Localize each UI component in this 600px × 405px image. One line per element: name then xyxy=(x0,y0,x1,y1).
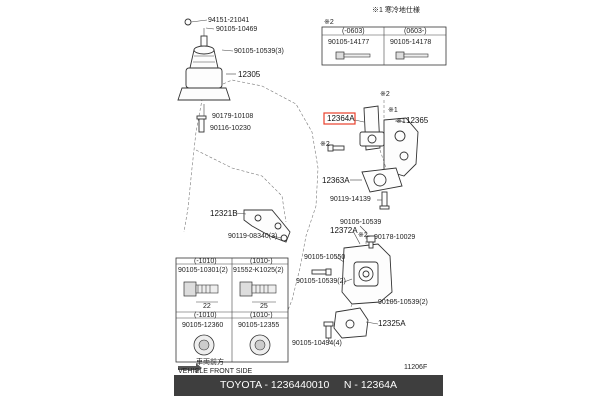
callout-90105-10539-3: 90105-10539(3) xyxy=(234,48,284,55)
table-c2-dim: 25 xyxy=(260,303,268,310)
mount-bracket-12325A[interactable] xyxy=(333,307,369,339)
callout-90119-08340-3: 90119-08340(3) xyxy=(228,233,277,240)
callout-90116-10230: 90116-10230 xyxy=(210,125,251,132)
bolt-lower-left[interactable] xyxy=(311,268,332,276)
bolt-90105-10494[interactable] xyxy=(323,321,334,339)
star2-note-c: ※2 xyxy=(320,141,330,148)
front-arrow-icon xyxy=(178,363,202,373)
stopper-12364A[interactable] xyxy=(359,105,385,151)
bolt-90105-10301-icon xyxy=(183,281,219,303)
table-c3-part: 90105-12360 xyxy=(182,322,223,329)
bolt-variant-inset: ※1 寒冷地仕様 ※2 (-0603) (0603-) 90105-14177 … xyxy=(321,5,447,66)
transmission-mount-12372A[interactable] xyxy=(341,243,393,305)
front-label-jp: 車両前方 xyxy=(196,357,224,366)
footer-part-number: TOYOTA - 1236440010 N - 12364A xyxy=(174,375,443,396)
callout-90105-10539-2b: 90105-10539(2) xyxy=(378,299,428,306)
bolt-90105-14178-icon xyxy=(395,51,429,60)
star2-note-a: ※2 xyxy=(324,19,334,26)
table-c1-part: 90105-10301(2) xyxy=(178,267,228,274)
mount-insulator-12363A[interactable] xyxy=(361,167,403,193)
callout-90105-10539: 90105-10539 xyxy=(340,219,381,226)
bracket-12321B[interactable] xyxy=(243,209,291,243)
callout-90105-10539-2a: 90105-10539(2) xyxy=(296,278,346,285)
table-c4-header: (1010-) xyxy=(250,312,273,319)
inset-part-right: 90105-14178 xyxy=(390,39,431,46)
nut-90105-12355-icon xyxy=(249,334,271,356)
bolt-91552-K1025-icon xyxy=(239,281,277,303)
star2-note-b: ※2 xyxy=(380,91,390,98)
callout-12321B: 12321B xyxy=(210,209,238,218)
table-c2-part: 91552-K1025(2) xyxy=(233,267,284,274)
callout-12364A-highlight xyxy=(323,112,356,125)
engine-outline xyxy=(183,79,319,331)
callout-90179-10108: 90179-10108 xyxy=(212,113,253,120)
engine-mount-12305[interactable] xyxy=(177,18,231,101)
nut-90105-12360-icon xyxy=(193,334,215,356)
table-c2-header: (1010-) xyxy=(250,258,273,265)
callout-94151-21041: 94151-21041 xyxy=(208,17,249,24)
cold-region-note: ※1 寒冷地仕様 xyxy=(372,5,420,14)
front-label-en: VEHICLE FRONT SIDE xyxy=(178,368,252,375)
callout-12305: 12305 xyxy=(238,70,261,79)
callout-90105-10469: 90105-10469 xyxy=(216,26,257,33)
star1-note-b: ※1 xyxy=(396,118,406,125)
bolt-90119-14139[interactable] xyxy=(379,191,390,210)
engine-outline-inner xyxy=(195,149,287,223)
callout-12325A: 12325A xyxy=(378,319,406,328)
callout-12365: 12365 xyxy=(406,116,429,125)
callout-90119-14139: 90119-14139 xyxy=(330,196,371,203)
inset-part-left: 90105-14177 xyxy=(328,39,369,46)
bolt-variant-table: (-1010) (1010-) 90105-10301(2) 91552-K10… xyxy=(175,257,289,363)
callout-90105-10550: 90105-10550 xyxy=(304,254,345,261)
vehicle-front-indicator: 車両前方 VEHICLE FRONT SIDE xyxy=(178,357,252,375)
star1-note-a: ※1 xyxy=(388,107,398,114)
table-c1-header: (-1010) xyxy=(194,258,217,265)
table-c3-header: (-1010) xyxy=(194,312,217,319)
callout-90105-10494-4: 90105-10494(4) xyxy=(292,340,342,347)
bolt-90105-14177-icon xyxy=(335,51,371,60)
callout-90178-10029: 90178-10029 xyxy=(374,234,415,241)
table-c1-dim: 22 xyxy=(203,303,211,310)
callout-12372A: 12372A xyxy=(330,226,358,235)
bolt-small-mid[interactable] xyxy=(327,144,345,152)
mount-bracket-12365[interactable] xyxy=(383,117,419,177)
callout-12363A: 12363A xyxy=(322,176,350,185)
inset-header-right: (0603-) xyxy=(404,28,427,35)
table-c4-part: 90105-12355 xyxy=(238,322,279,329)
inset-header-left: (-0603) xyxy=(342,28,365,35)
star2-note-d: ※2 xyxy=(358,232,368,239)
bolt-90116[interactable] xyxy=(196,115,207,133)
callout-12364A: 12364A xyxy=(327,114,355,123)
figure-code: 11206F xyxy=(404,364,427,371)
